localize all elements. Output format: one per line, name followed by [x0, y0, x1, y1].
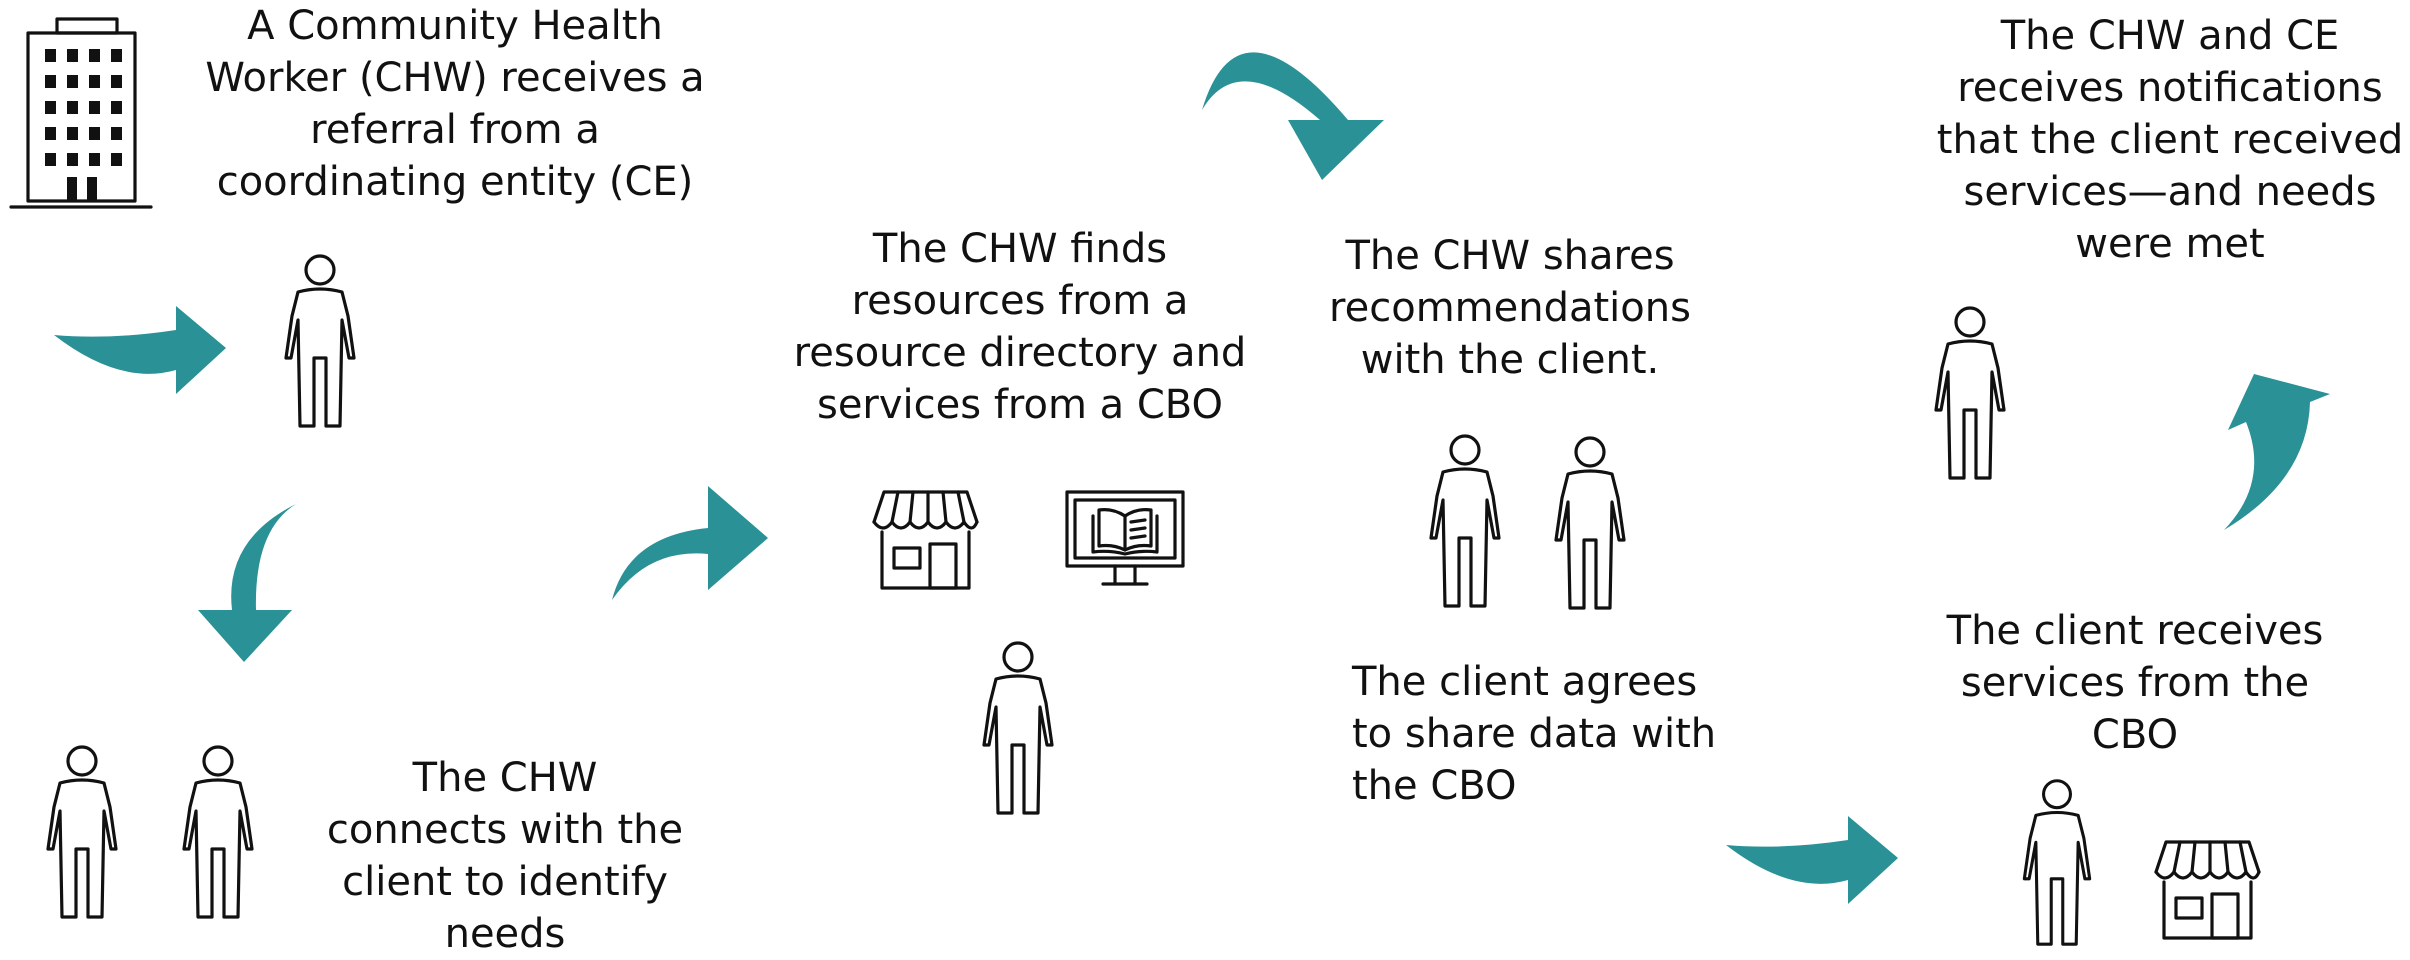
storefront-icon — [872, 490, 979, 590]
building-icon — [9, 17, 153, 209]
person-icon — [46, 745, 118, 919]
step1-referral-text: A Community Health Worker (CHW) receives… — [205, 3, 705, 205]
flow-arrow-icon — [2224, 374, 2330, 530]
person-icon — [1934, 306, 2006, 480]
flow-arrow-icon — [1726, 816, 1898, 904]
step4-share-recommendations-text: The CHW shares recommendations with the … — [1329, 233, 1691, 383]
flow-arrow-icon — [1202, 52, 1384, 180]
person-icon — [2022, 779, 2092, 946]
step7-notifications-text: The CHW and CE receives notifications th… — [1936, 13, 2404, 267]
flow-arrow-icon — [54, 306, 226, 394]
person-icon — [1554, 436, 1626, 610]
step2-connect-text: The CHW connects with the client to iden… — [326, 755, 684, 957]
person-icon — [284, 254, 356, 428]
flow-arrow-icon — [612, 486, 768, 600]
flow-arrow-icon — [198, 504, 296, 662]
step6-receives-services-text: The client receives services from the CB… — [1946, 608, 2324, 758]
person-icon — [1429, 434, 1501, 608]
step3-find-resources-text: The CHW finds resources from a resource … — [793, 226, 1247, 428]
person-icon — [982, 641, 1054, 815]
storefront-icon — [2154, 840, 2261, 940]
step5-consent-text: The client agrees to share data with the… — [1352, 659, 1717, 809]
person-icon — [182, 745, 254, 919]
computer-book-icon — [1065, 490, 1185, 586]
